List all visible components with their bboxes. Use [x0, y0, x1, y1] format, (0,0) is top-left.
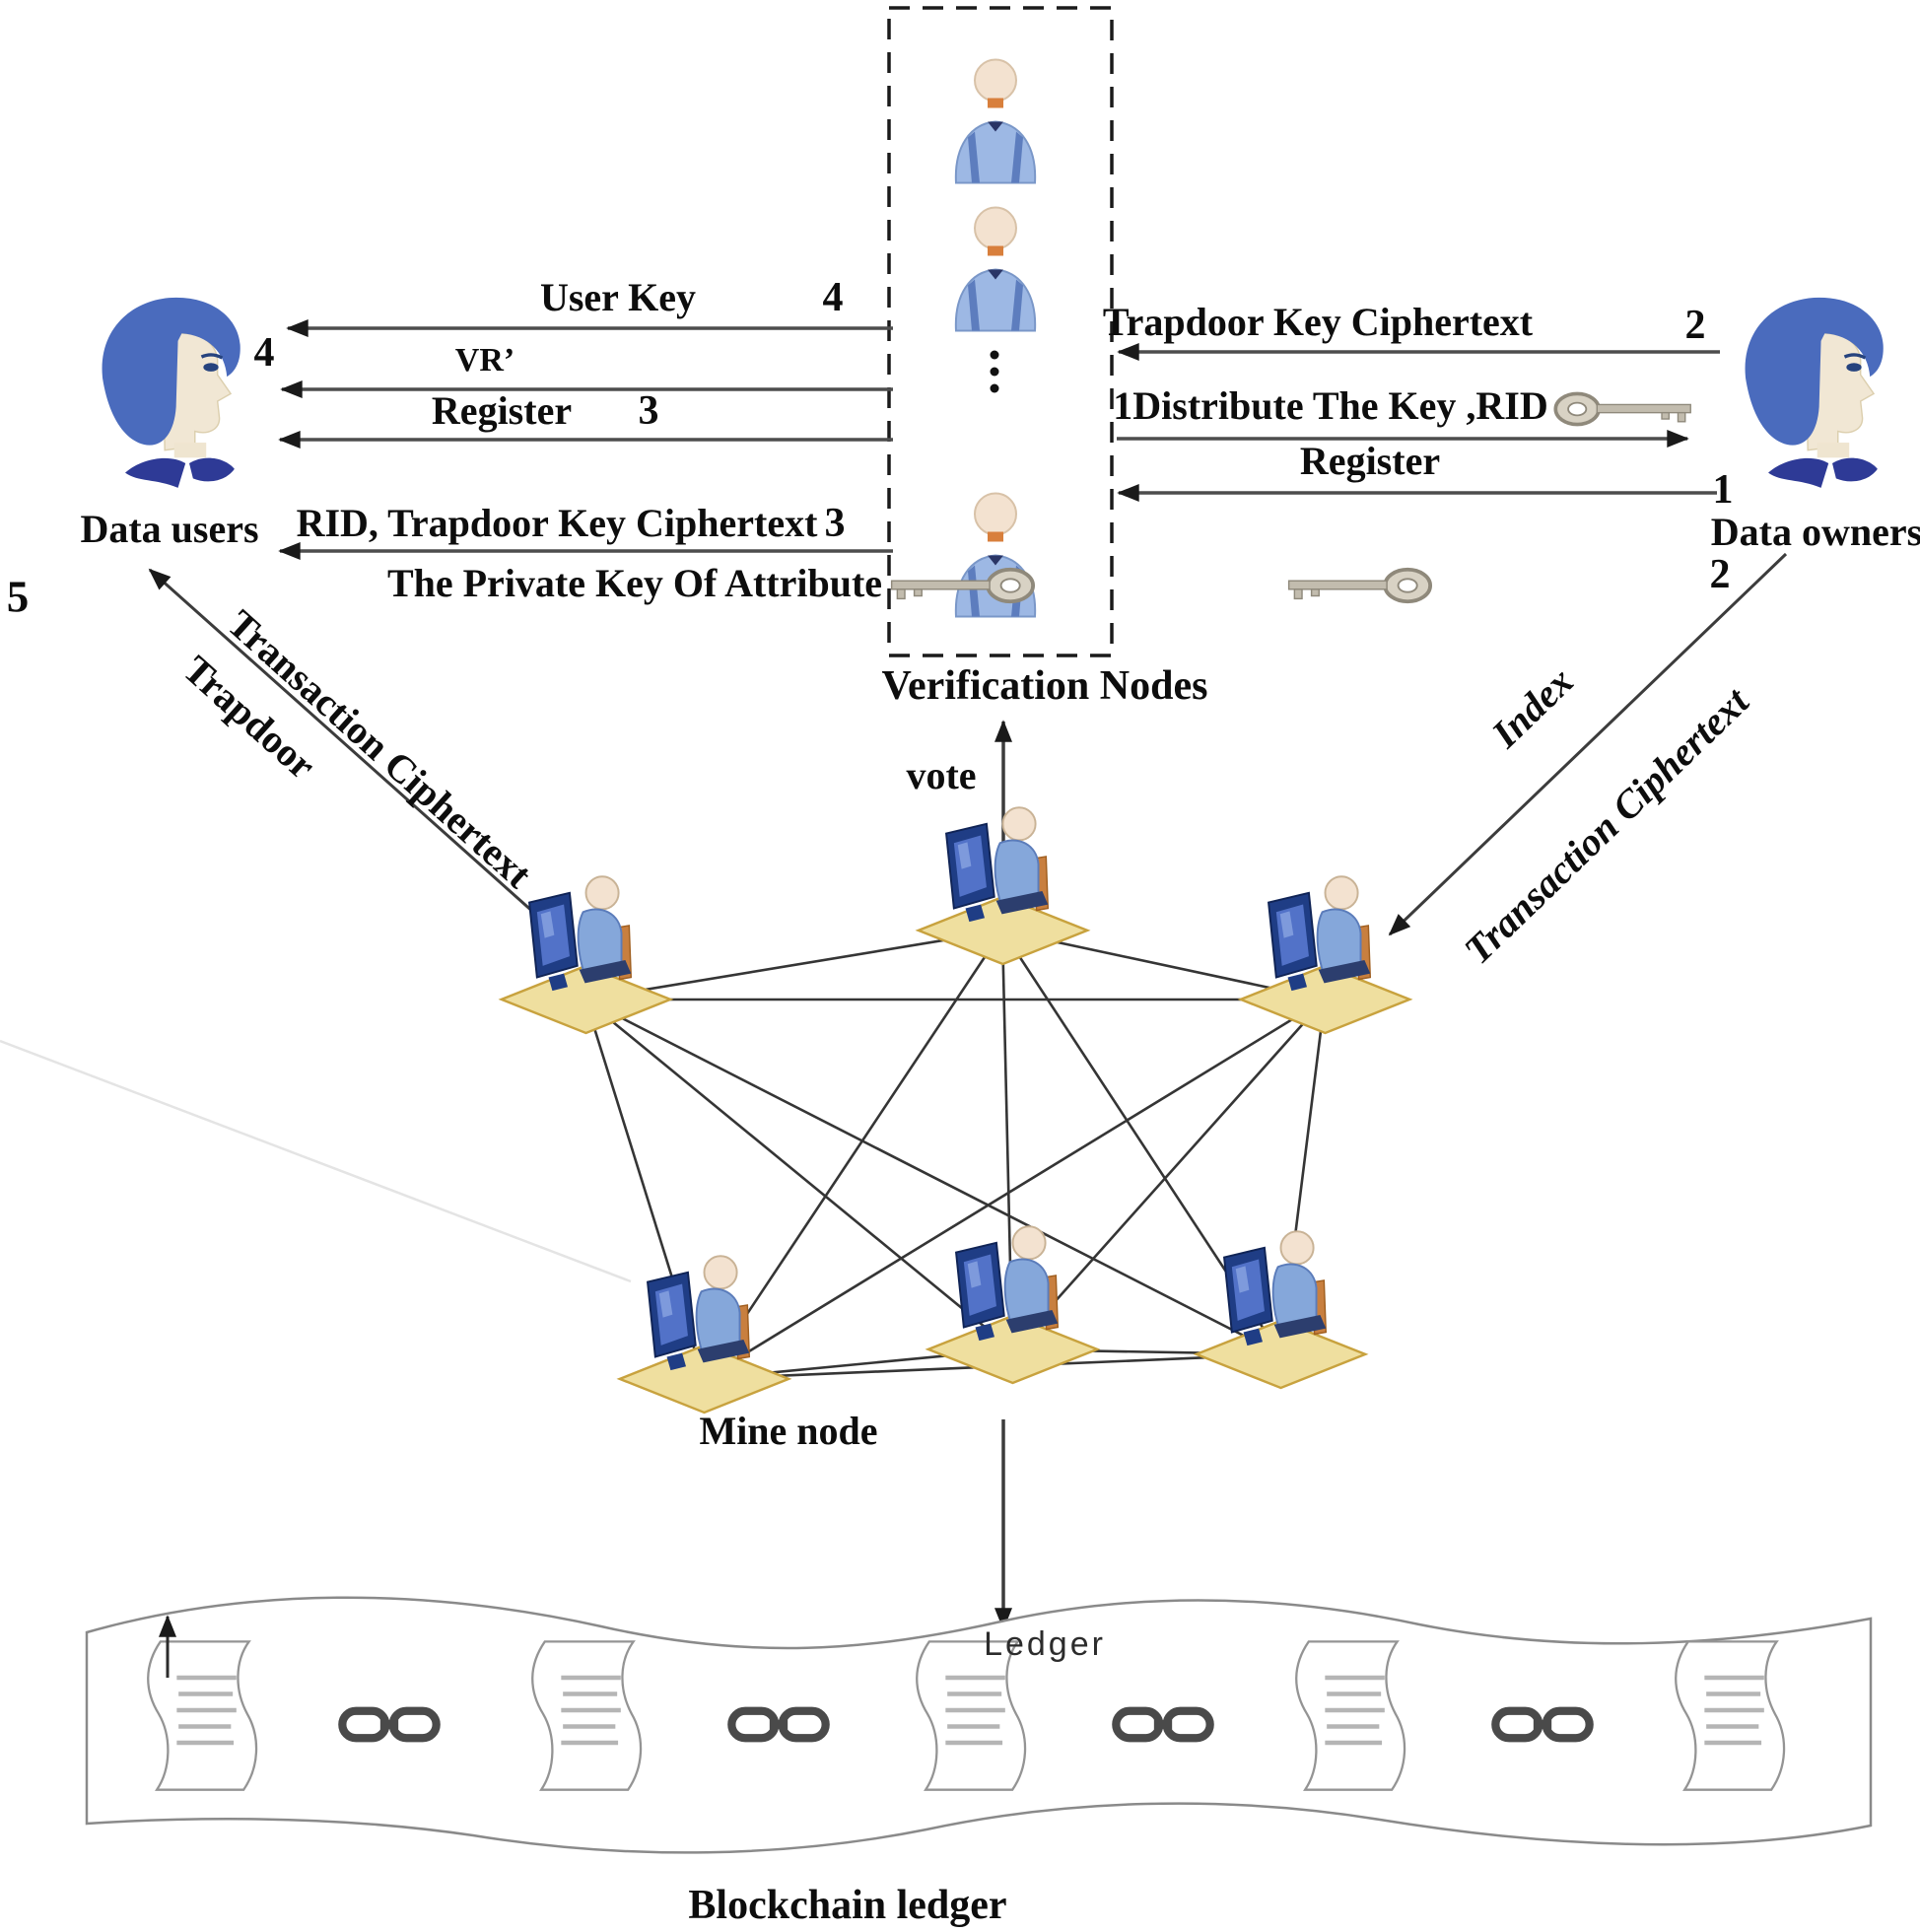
data-users-label: Data users [80, 507, 259, 551]
mine-node-icon [926, 1225, 1099, 1385]
ledger-label: Ledger [984, 1625, 1106, 1663]
blockchain-ledger-caption: Blockchain ledger [688, 1883, 1007, 1928]
step-number: 4 [822, 275, 844, 320]
mine-node-icon [1195, 1230, 1367, 1390]
faint-artifact-line [0, 1039, 632, 1283]
distribute-key-label: 1Distribute The Key ,RID [1113, 383, 1548, 428]
verification-nodes-label: Verification Nodes [881, 663, 1208, 709]
private-key-label: The Private Key Of Attribute [386, 561, 883, 605]
mine-node-label: Mine node [699, 1409, 878, 1453]
user-key-label: User Key [539, 275, 697, 319]
step-number: 3 [638, 388, 659, 434]
verification-node-icon [954, 206, 1037, 332]
step-number: 1 [1712, 467, 1734, 513]
trapdoor-transaction-arrow [148, 568, 545, 924]
register-left-label: Register [431, 388, 573, 433]
data-owners-icon [1743, 296, 1886, 490]
index-transaction-arrow [1388, 552, 1788, 936]
vote-label: vote [906, 753, 977, 797]
mine-node-icon [1239, 875, 1411, 1035]
step-number: 5 [6, 572, 30, 622]
rid-trapdoor-label: RID, Trapdoor Key Ciphertext [296, 501, 818, 545]
private-key-icon [1286, 567, 1433, 604]
step-number: 2 [1709, 552, 1731, 597]
verification-node-icon [954, 58, 1037, 184]
trapdoor-key-ciphertext-label: Trapdoor Key Ciphertext [1102, 300, 1534, 344]
data-users-icon [100, 296, 242, 490]
step-number: 3 [824, 501, 846, 546]
mine-node-icon [618, 1255, 790, 1414]
vr-label: VR’ [454, 342, 515, 379]
step-number: 2 [1684, 303, 1706, 348]
register-right-label: Register [1299, 439, 1441, 483]
ellipsis-icon [990, 350, 999, 393]
mine-node-icon [500, 875, 672, 1035]
verification-nodes-box [887, 6, 1114, 657]
data-owners-label: Data owners [1710, 510, 1920, 554]
step-number: 4 [253, 330, 275, 376]
distribute-key-icon [1553, 391, 1693, 427]
